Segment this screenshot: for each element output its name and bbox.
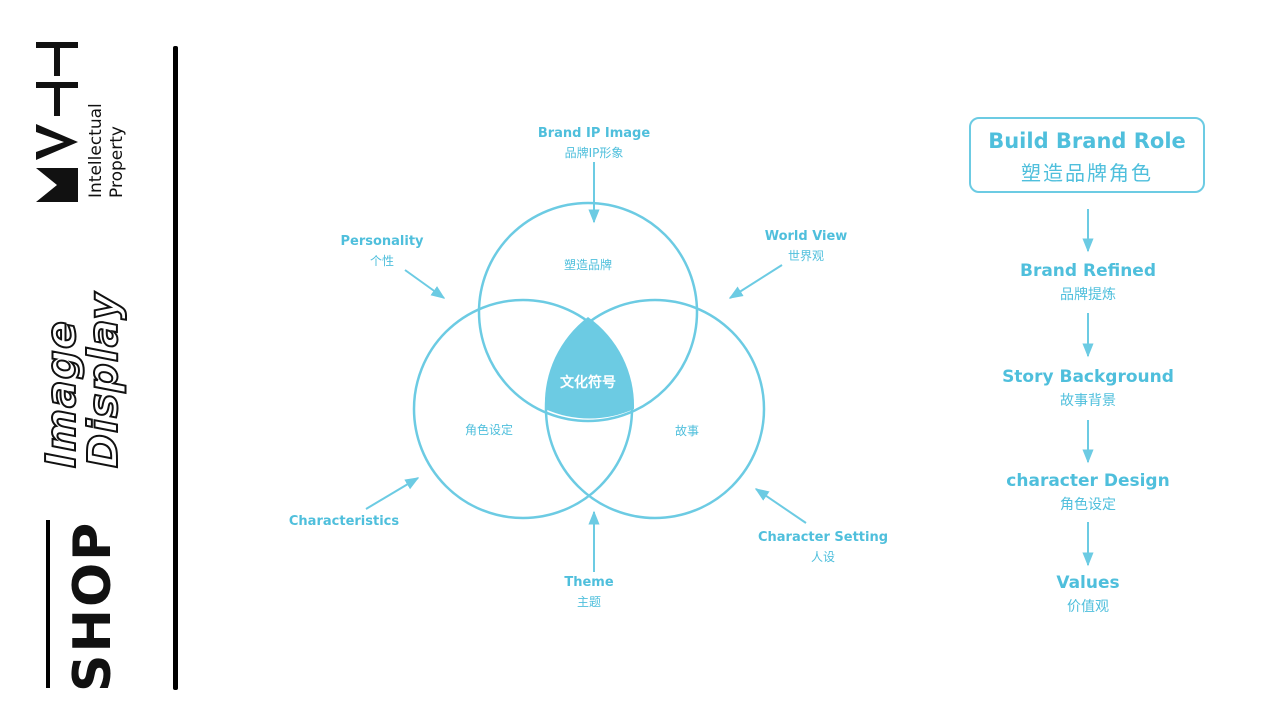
- callout-en: World View: [764, 229, 848, 244]
- flow-step-character-design: character Design 角色设定: [988, 471, 1188, 514]
- callout-character-setting: Character Setting 人设: [753, 530, 893, 565]
- flow-step-story-background: Story Background 故事背景: [988, 367, 1188, 410]
- center-label: 文化符号: [560, 375, 616, 391]
- callout-cn: 品牌IP形象: [564, 146, 624, 160]
- callout-en: Personality: [340, 234, 424, 249]
- brand-sidebar: Intellectual Property Image Display SHOP: [0, 0, 180, 720]
- step-en: character Design: [1006, 471, 1170, 491]
- callout-cn: 世界观: [787, 249, 824, 263]
- step-en: Story Background: [1002, 367, 1174, 387]
- step-cn: 角色设定: [1060, 497, 1116, 513]
- left-circle-label: 角色设定: [464, 423, 513, 437]
- step-cn: 品牌提炼: [1060, 287, 1116, 303]
- callout-en: Character Setting: [757, 530, 889, 545]
- flow-step-brand-refined: Brand Refined 品牌提炼: [988, 261, 1188, 304]
- callout-brand-ip-image: Brand IP Image 品牌IP形象: [514, 126, 674, 161]
- callout-cn: 个性: [369, 254, 394, 268]
- top-circle-label: 塑造品牌: [563, 258, 612, 272]
- callout-cn: 主题: [576, 595, 601, 609]
- callout-en: Brand IP Image: [537, 126, 651, 141]
- callout-characteristics: Characteristics: [284, 514, 404, 529]
- arrow-character-setting: [754, 488, 807, 524]
- step-cn: 故事背景: [1060, 393, 1116, 409]
- left-circle: [412, 298, 634, 520]
- callout-personality: Personality 个性: [322, 234, 442, 269]
- role-en: Build Brand Role: [988, 129, 1186, 153]
- flow-step-values: Values 价值观: [988, 573, 1188, 616]
- step-en: Values: [1056, 573, 1120, 593]
- step-en: Brand Refined: [1019, 261, 1157, 281]
- callout-world-view: World View 世界观: [746, 229, 866, 264]
- right-circle: [544, 298, 766, 520]
- sidebar-divider: [173, 46, 178, 690]
- arrow-personality: [404, 269, 446, 299]
- arrow-characteristics: [365, 477, 420, 510]
- step-cn: 价值观: [1067, 599, 1109, 615]
- shop-divider: [46, 520, 50, 688]
- callout-en: Characteristics: [288, 514, 400, 529]
- build-brand-role-box: Build Brand Role 塑造品牌角色: [969, 117, 1205, 193]
- callout-cn: 人设: [810, 550, 835, 564]
- top-circle: [477, 201, 699, 423]
- role-cn: 塑造品牌角色: [1021, 161, 1153, 185]
- right-circle-label: 故事: [674, 424, 699, 438]
- arrow-world-view: [728, 264, 783, 299]
- matt-logo-icon: [36, 42, 78, 202]
- callout-theme: Theme 主题: [539, 575, 639, 610]
- callout-en: Theme: [564, 575, 614, 590]
